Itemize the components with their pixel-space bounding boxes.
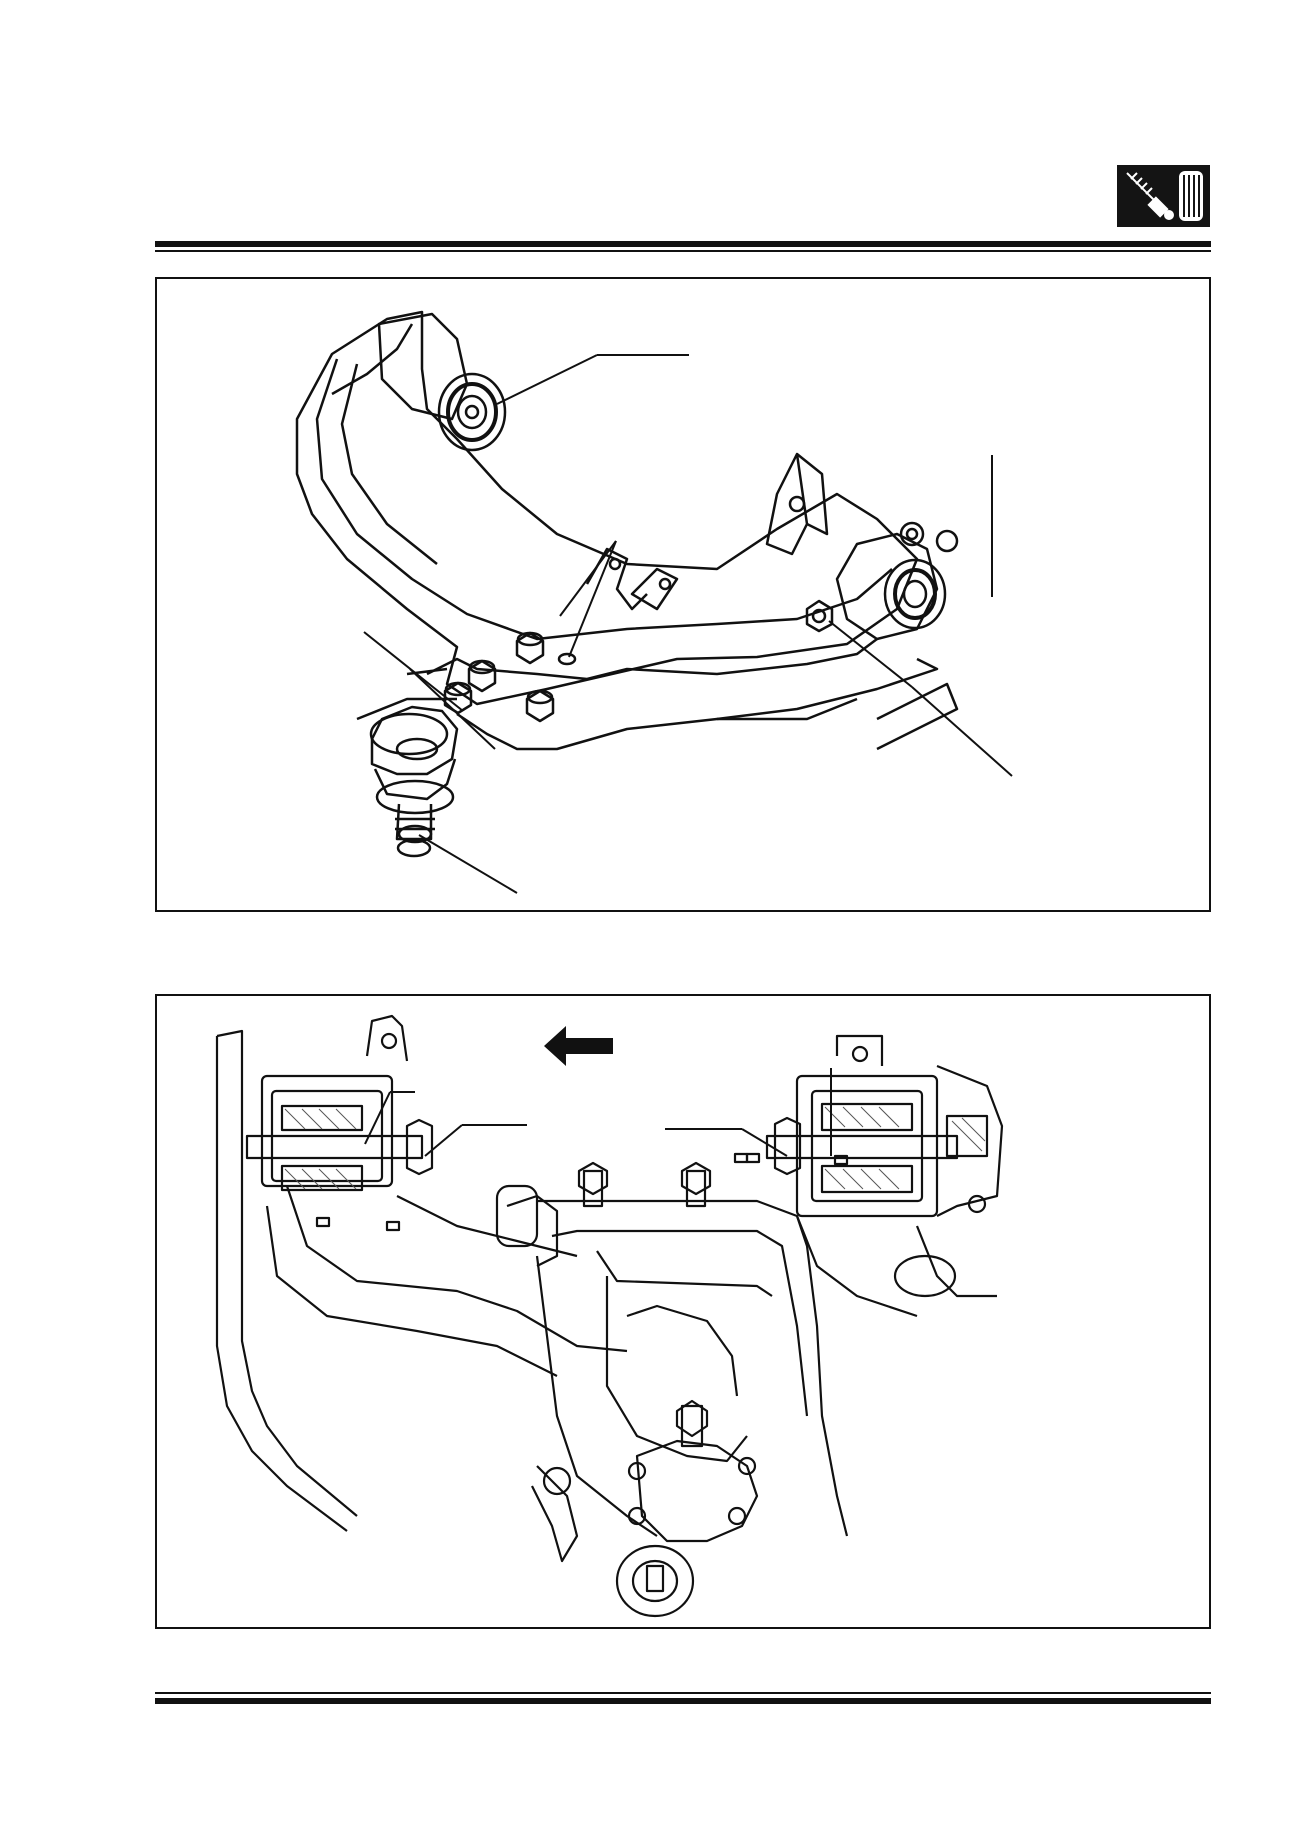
header-rule-thick [155,241,1211,247]
control-arm-illustration-icon [295,310,1013,894]
header-rule-thin [155,250,1211,252]
left-arrow-icon [544,1026,613,1066]
figure-control-arm-mounting-cutaway [155,994,1211,1629]
footer-rule-thick [155,1698,1211,1704]
suspension-section-icon [1117,165,1210,227]
footer-rule-thin [155,1692,1211,1694]
mounting-cross-section-illustration-icon [215,1014,1004,1618]
figure-lower-control-arm [155,277,1211,912]
